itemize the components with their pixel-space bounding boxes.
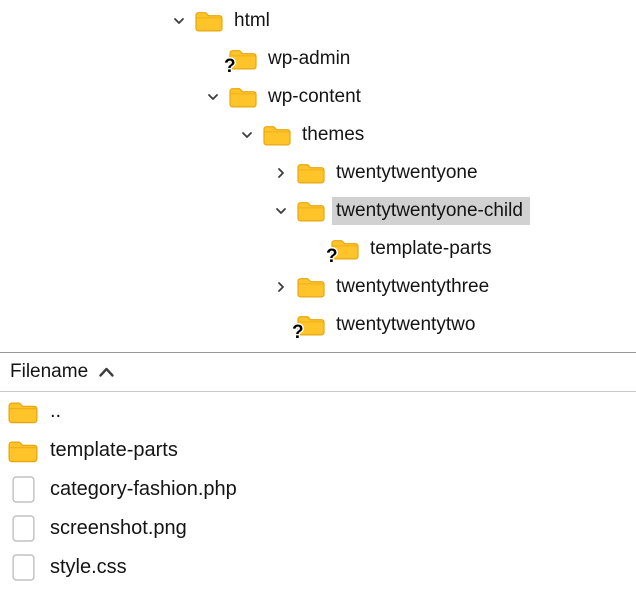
file-row-screenshot-png[interactable]: screenshot.png xyxy=(0,509,636,548)
file-icon xyxy=(6,515,40,542)
question-badge-icon: ? xyxy=(326,246,338,267)
folder-icon xyxy=(296,275,326,299)
tree-item-label: wp-content xyxy=(268,86,361,107)
tree-item-label: wp-admin xyxy=(268,48,351,69)
chevron-right-icon[interactable] xyxy=(266,161,296,185)
tree-item-label: themes xyxy=(302,124,365,145)
folder-icon xyxy=(194,9,224,33)
tree-item-wp-content[interactable]: wp-content xyxy=(0,78,636,116)
tree-item-wp-admin[interactable]: ? wp-admin xyxy=(0,40,636,78)
tree-item-label: template-parts xyxy=(370,238,492,259)
tree-item-themes[interactable]: themes xyxy=(0,116,636,154)
folder-icon xyxy=(296,161,326,185)
folder-icon: ? xyxy=(292,313,326,342)
question-badge-icon: ? xyxy=(224,56,236,77)
filename-column-header[interactable]: Filename xyxy=(0,352,636,392)
tree-item-twentytwentyone[interactable]: twentytwentyone xyxy=(0,154,636,192)
tree-item-label: twentytwentytwo xyxy=(336,314,476,335)
file-name: category-fashion.php xyxy=(50,478,237,500)
file-row-parent-directory[interactable]: .. xyxy=(0,392,636,431)
chevron-down-icon[interactable] xyxy=(198,85,228,109)
file-row-template-parts[interactable]: template-parts xyxy=(0,431,636,470)
tree-item-twentytwentythree[interactable]: twentytwentythree xyxy=(0,268,636,306)
folder-icon xyxy=(296,199,326,223)
file-row-style-css[interactable]: style.css xyxy=(0,548,636,587)
tree-item-label-selected: twentytwentyone-child xyxy=(332,197,530,225)
folder-icon xyxy=(228,85,258,109)
tree-item-template-parts[interactable]: ? template-parts xyxy=(0,230,636,268)
tree-item-label: twentytwentythree xyxy=(336,276,490,297)
question-badge-icon: ? xyxy=(292,322,304,343)
tree-item-label: html xyxy=(234,10,270,31)
folder-icon: ? xyxy=(326,237,360,266)
file-icon xyxy=(6,476,40,503)
chevron-down-icon[interactable] xyxy=(266,199,296,223)
remote-directory-tree: html ? wp-admin wp-content themes twenty… xyxy=(0,2,636,344)
tree-item-twentytwentytwo[interactable]: ? twentytwentytwo xyxy=(0,306,636,344)
filename-header-label: Filename xyxy=(10,361,89,382)
chevron-down-icon[interactable] xyxy=(232,123,262,147)
tree-item-twentytwentyone-child[interactable]: twentytwentyone-child xyxy=(0,192,636,230)
file-icon xyxy=(6,554,40,581)
tree-item-label: twentytwentyone xyxy=(336,162,478,183)
file-list: .. template-parts category-fashion.php s… xyxy=(0,392,636,587)
folder-icon xyxy=(262,123,292,147)
file-row-category-fashion-php[interactable]: category-fashion.php xyxy=(0,470,636,509)
folder-icon xyxy=(6,398,40,425)
file-name: template-parts xyxy=(50,439,178,461)
file-name: .. xyxy=(50,400,62,422)
file-name: style.css xyxy=(50,556,127,578)
sort-ascending-icon xyxy=(98,366,115,378)
tree-item-html[interactable]: html xyxy=(0,2,636,40)
folder-icon xyxy=(6,437,40,464)
file-name: screenshot.png xyxy=(50,517,187,539)
folder-icon: ? xyxy=(224,47,258,76)
chevron-down-icon[interactable] xyxy=(164,9,194,33)
chevron-right-icon[interactable] xyxy=(266,275,296,299)
